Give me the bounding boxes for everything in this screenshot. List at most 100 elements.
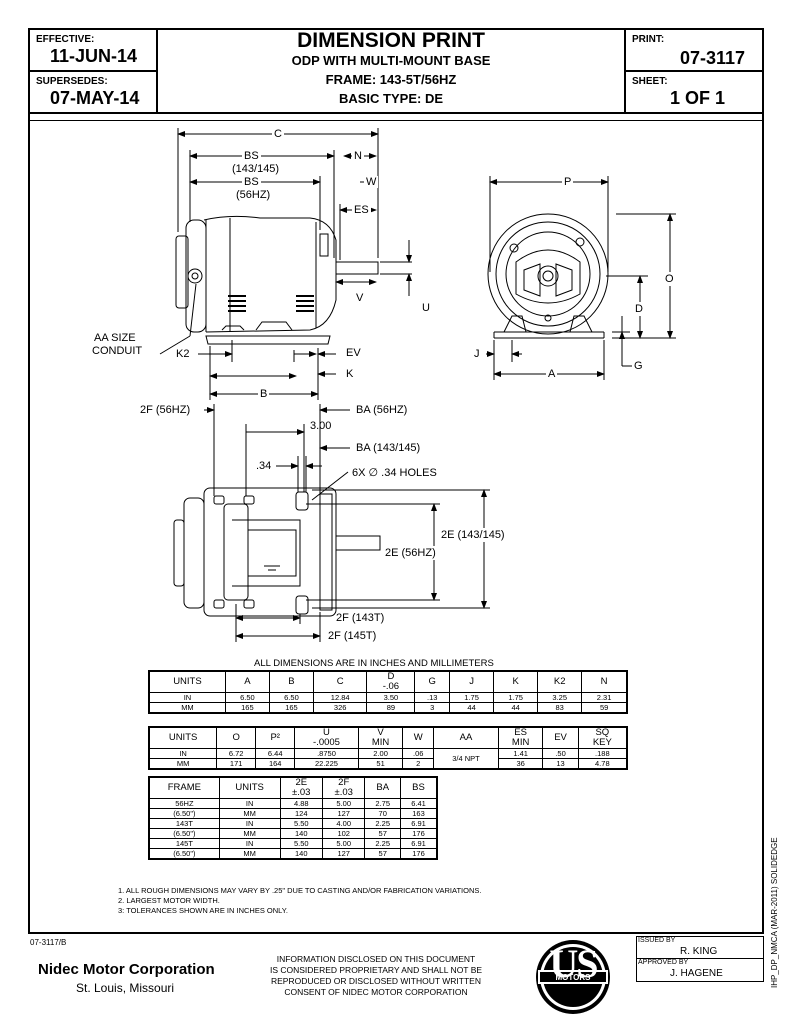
table-cell: 140: [279, 848, 323, 860]
table-header-cell: 2E ±.03: [279, 776, 323, 799]
table-header-cell: UNITS: [148, 670, 226, 693]
table-header-cell: EV: [542, 726, 579, 749]
table-cell: IN: [148, 748, 218, 759]
table-cell: 3: [414, 702, 451, 714]
table-header-cell: V MIN: [357, 726, 404, 749]
table-cell: 89: [366, 702, 416, 714]
dim-holes: 6X ∅ .34 HOLES: [352, 467, 437, 479]
table-header-cell: SQ KEY: [577, 726, 628, 749]
table-header-cell: P²: [255, 726, 296, 749]
table-header-cell: G: [414, 670, 451, 693]
dim-b: B: [258, 388, 270, 400]
dim-k: K: [346, 368, 354, 380]
table-cell: 59: [581, 702, 628, 714]
note-1: 1. ALL ROUGH DIMENSIONS MAY VARY BY .25"…: [118, 886, 482, 895]
title-line-3: BASIC TYPE: DE: [338, 91, 443, 106]
table-cell: 2.25: [364, 838, 401, 849]
disclaimer-line-4: CONSENT OF NIDEC MOTOR CORPORATION: [284, 987, 468, 997]
logo-letters: US: [549, 941, 598, 986]
dim-a: A: [546, 368, 558, 380]
table-cell: MM: [148, 702, 226, 714]
table-cell: 2.00: [357, 748, 404, 759]
dim-3-00: 3.00: [310, 420, 332, 432]
dim-034: .34: [256, 460, 272, 472]
end-view: [486, 176, 676, 380]
table-cell: 5.50: [279, 818, 323, 829]
table-cell: 176: [400, 828, 438, 839]
table-cell: 6.41: [400, 798, 438, 809]
header-separator: [28, 120, 764, 121]
table-cell: 57: [364, 848, 401, 860]
dim-bs-143: BS: [242, 150, 261, 162]
table-cell: 3.25: [537, 692, 583, 703]
table-cell: IN: [218, 838, 281, 849]
table-cell: 57: [364, 828, 401, 839]
dim-n: N: [352, 150, 364, 162]
table-cell: MM: [218, 828, 281, 839]
table-header-cell: W: [402, 726, 435, 749]
table-cell: 5.00: [321, 798, 366, 809]
issued-label: ISSUED BY: [638, 937, 676, 944]
table-header-cell: B: [268, 670, 314, 693]
dim-ev: EV: [346, 347, 361, 359]
dim-aa: AA SIZE: [94, 332, 136, 344]
dim-ba-56: BA (56HZ): [356, 404, 408, 416]
table-cell: 2.75: [364, 798, 401, 809]
company-city: St. Louis, Missouri: [76, 981, 175, 995]
table-cell: 163: [400, 808, 438, 819]
sheet-label: SHEET:: [632, 76, 668, 87]
dimension-drawings: [159, 128, 676, 642]
approved-label: APPROVED BY: [638, 959, 689, 966]
company-name: Nidec Motor Corporation: [38, 961, 215, 978]
table-cell: 44: [449, 702, 495, 714]
dim-j: J: [474, 348, 480, 360]
table-cell: .13: [414, 692, 451, 703]
side-code: IHP_DP_NMCA (MAR-2011) SOLIDEDGE: [770, 837, 779, 988]
table-cell: 56HZ: [148, 798, 220, 809]
table-cell: 326: [312, 702, 368, 714]
table-cell: 1.75: [493, 692, 539, 703]
table-cell: 124: [279, 808, 323, 819]
table-cell: 4.78: [577, 758, 628, 770]
table-header-cell: D -.06: [366, 670, 416, 693]
table-header-cell: J: [449, 670, 495, 693]
bottom-view: [173, 404, 490, 642]
table-cell: 5.00: [321, 838, 366, 849]
disclaimer-line-2: IS CONSIDERED PROPRIETARY AND SHALL NOT …: [269, 965, 483, 975]
table-cell: 6.91: [400, 838, 438, 849]
table-cell: 127: [321, 848, 366, 860]
table-cell: 2.31: [581, 692, 628, 703]
supersedes-label: SUPERSEDES:: [36, 76, 108, 87]
dim-o: O: [664, 272, 675, 286]
table-header-cell: A: [224, 670, 270, 693]
table-header-cell: FRAME: [148, 776, 220, 799]
dim-bs-143-sub: (143/145): [232, 163, 280, 175]
table-cell: 6.91: [400, 818, 438, 829]
table-header-cell: UNITS: [218, 776, 281, 799]
dim-k2: K2: [176, 348, 190, 360]
table-cell: 176: [400, 848, 438, 860]
supersedes-date: 07-MAY-14: [50, 88, 140, 108]
table-header-cell: N: [581, 670, 628, 693]
table-cell: MM: [218, 808, 281, 819]
table-cell: (6.50"): [148, 828, 220, 839]
dim-p: P: [562, 176, 574, 188]
table-cell: 6.44: [255, 748, 296, 759]
table-cell: (6.50"): [148, 848, 220, 860]
dim-2f-143: 2F (143T): [336, 612, 385, 624]
dim-g: G: [634, 360, 643, 372]
table-header-cell: BA: [364, 776, 401, 799]
print-label: PRINT:: [632, 34, 665, 45]
table-cell: .06: [402, 748, 435, 759]
logo-graphic: [536, 940, 610, 1014]
logo-band: MOTORS: [555, 973, 591, 982]
table-header-cell: K2: [537, 670, 583, 693]
table-cell: 83: [537, 702, 583, 714]
